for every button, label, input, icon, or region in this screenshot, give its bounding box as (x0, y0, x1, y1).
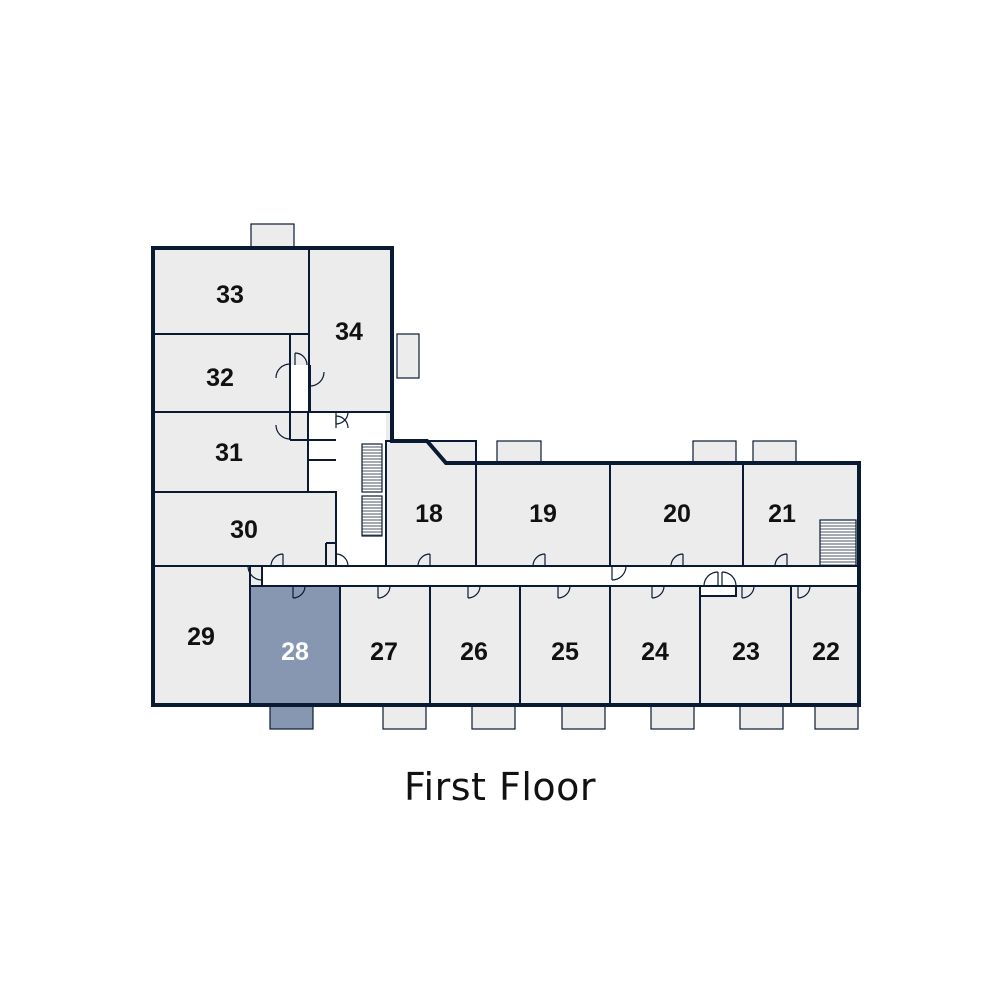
unit-label-31: 31 (215, 439, 243, 467)
doors (247, 352, 811, 599)
room-labels: 33 34 32 31 30 29 18 19 20 21 28 27 26 25 24 23 22 (187, 281, 840, 666)
balcony (752, 440, 797, 464)
balcony (396, 333, 420, 379)
balcony (382, 704, 427, 730)
door-swing (417, 553, 431, 567)
balcony (561, 704, 606, 730)
door-swing (703, 571, 719, 587)
door-swing (335, 411, 349, 425)
door-swing (774, 553, 788, 567)
unit-label-20: 20 (663, 500, 691, 528)
door-swing (275, 363, 291, 379)
unit-label-29: 29 (187, 623, 215, 651)
unit-24[interactable] (609, 585, 701, 706)
unit-29[interactable] (152, 565, 251, 706)
door-swing (651, 585, 665, 599)
door-swing (275, 424, 291, 440)
unit-label-30: 30 (230, 516, 258, 544)
door-swing (721, 571, 737, 587)
door-swing (741, 585, 755, 599)
unit-27[interactable] (339, 585, 431, 706)
balcony (739, 704, 784, 730)
door-swing (557, 585, 571, 599)
unit-28[interactable] (249, 585, 341, 706)
door-swing (247, 565, 263, 581)
unit-label-24: 24 (641, 638, 669, 666)
unit-label-23: 23 (732, 638, 760, 666)
balconies (250, 223, 859, 730)
balcony (814, 704, 859, 730)
unit-25[interactable] (519, 585, 611, 706)
balcony (269, 704, 314, 730)
door-swing (467, 585, 481, 599)
door-swing (294, 352, 308, 366)
unit-label-27: 27 (370, 638, 398, 666)
door-swing (309, 371, 325, 387)
unit-label-34: 34 (335, 318, 363, 346)
door-swing (797, 585, 811, 599)
door-swing (377, 585, 391, 599)
balcony (650, 704, 695, 730)
unit-label-19: 19 (529, 500, 557, 528)
door-swing (532, 553, 546, 567)
unit-label-18: 18 (415, 500, 443, 528)
unit-label-28: 28 (281, 638, 309, 666)
balcony (692, 440, 737, 464)
staircase (361, 443, 383, 493)
unit-label-21: 21 (768, 500, 796, 528)
door-swing (292, 585, 306, 599)
unit-20[interactable] (609, 462, 744, 567)
door-swing (611, 565, 627, 581)
unit-30[interactable] (152, 491, 337, 567)
balcony (471, 704, 516, 730)
door-swing (270, 553, 284, 567)
stairs (361, 443, 857, 567)
balcony (250, 223, 295, 249)
floor-title: First Floor (403, 765, 597, 809)
door-swing (335, 553, 349, 567)
door-swing (670, 553, 684, 567)
unit-26[interactable] (429, 585, 521, 706)
door-recess (699, 585, 737, 597)
unit-label-33: 33 (216, 281, 244, 309)
unit-label-26: 26 (460, 638, 488, 666)
staircase (361, 495, 383, 537)
unit-label-25: 25 (551, 638, 579, 666)
rooms (152, 247, 860, 706)
unit-label-32: 32 (206, 364, 234, 392)
unit-label-22: 22 (812, 638, 840, 666)
interior-walls (261, 365, 859, 597)
balcony (496, 440, 542, 464)
staircase (819, 519, 857, 567)
exterior-wall (151, 246, 861, 707)
